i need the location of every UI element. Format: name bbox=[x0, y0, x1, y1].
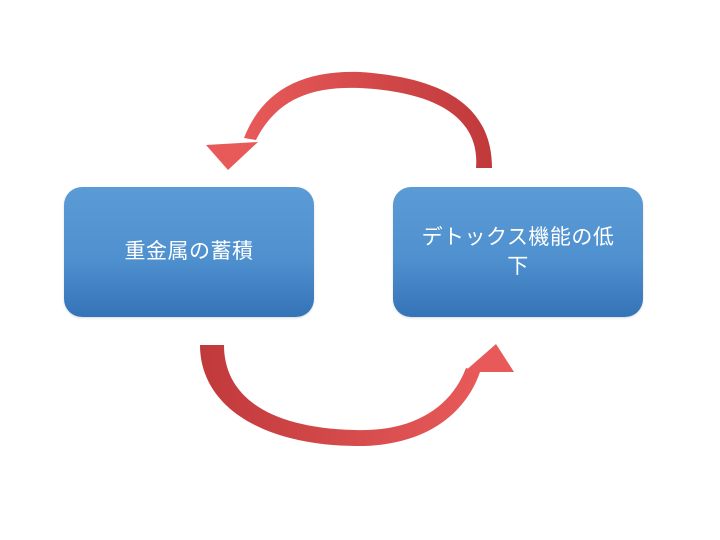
bottom-arrow-body bbox=[200, 345, 480, 447]
top-cycle-arrow bbox=[206, 71, 492, 170]
bottom-cycle-arrow bbox=[200, 344, 514, 447]
top-arrow-body bbox=[244, 71, 492, 168]
node-heavy-metal-accumulation: 重金属の蓄積 bbox=[64, 187, 314, 317]
bottom-arrow-head bbox=[464, 344, 514, 372]
node-detox-function-decline: デトックス機能の低下 bbox=[393, 187, 643, 317]
node-label: 重金属の蓄積 bbox=[124, 239, 254, 264]
node-label: デトックス機能の低下 bbox=[421, 224, 615, 278]
top-arrow-head bbox=[206, 142, 258, 170]
